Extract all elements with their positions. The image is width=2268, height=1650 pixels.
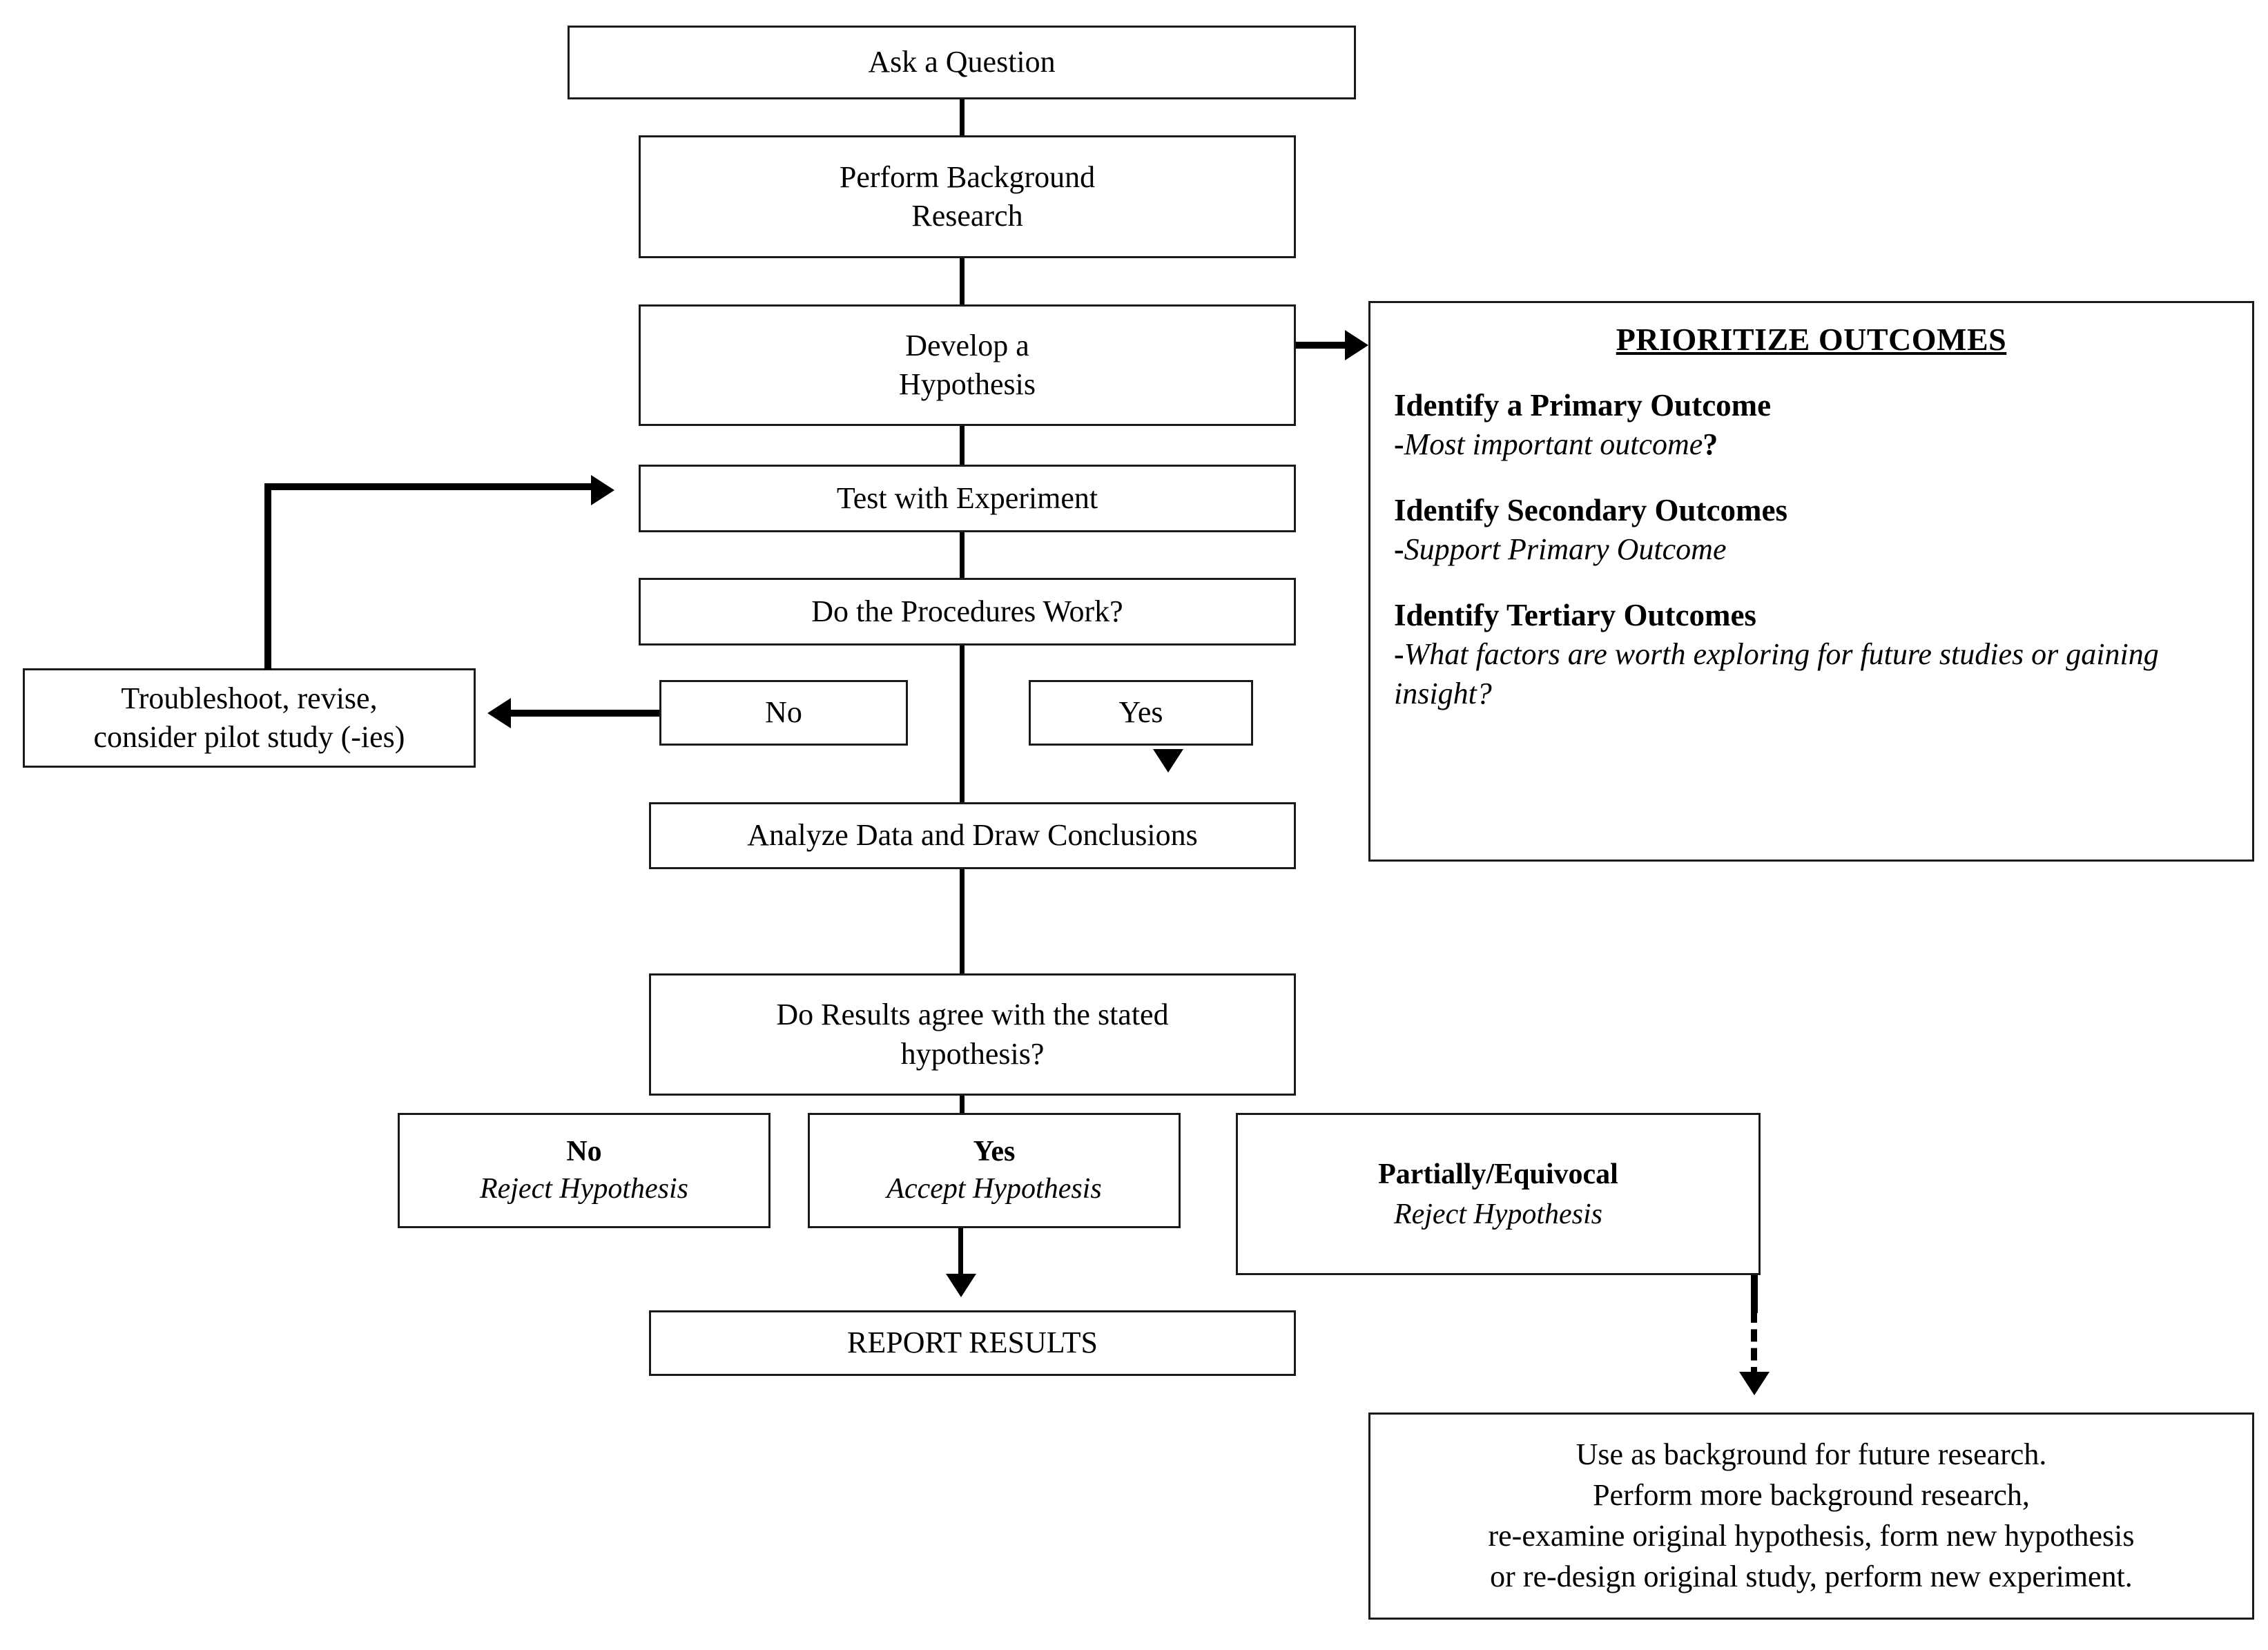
node-do-the-procedures-work[interactable]: Do the Procedures Work?: [639, 578, 1296, 646]
arrow-yes-to-report-head: [946, 1274, 976, 1297]
arrow-yes-to-analyze: [1153, 749, 1183, 773]
arrow-hypothesis-to-panel-head: [1345, 330, 1368, 360]
connector-partial-to-future-dashed: [1751, 1310, 1757, 1379]
node-outcome-yes[interactable]: Yes Accept Hypothesis: [808, 1113, 1181, 1228]
connector-hypothesis-to-test: [960, 426, 965, 465]
panel-tertiary-sub-text: What factors are worth exploring for fut…: [1394, 637, 2159, 711]
node-test-label: Test with Experiment: [836, 481, 1098, 515]
node-ask-a-question-label: Ask a Question: [868, 45, 1056, 79]
node-troubleshoot-line1: Troubleshoot, revise,: [121, 681, 378, 715]
panel-secondary-dash: -: [1394, 532, 1404, 566]
node-use-as-background-future-research[interactable]: Use as background for future research. P…: [1368, 1413, 2254, 1620]
node-outcome-yes-head: Yes: [973, 1135, 1016, 1167]
arrow-partial-to-future-head: [1739, 1372, 1770, 1395]
node-background-line1: Perform Background: [839, 159, 1096, 194]
node-outcome-partially-equivocal[interactable]: Partially/Equivocal Reject Hypothesis: [1236, 1113, 1761, 1275]
node-outcome-no-sub: Reject Hypothesis: [479, 1172, 689, 1205]
node-troubleshoot-revise[interactable]: Troubleshoot, revise, consider pilot stu…: [23, 668, 476, 768]
node-outcome-yes-sub: Accept Hypothesis: [886, 1172, 1102, 1205]
node-future-line1: Use as background for future research.: [1576, 1437, 2047, 1472]
connector-troubleshoot-loop-horizontal: [264, 483, 594, 490]
connector-test-to-procedures: [960, 532, 965, 579]
panel-primary-dash: -: [1394, 427, 1404, 461]
node-procedures-answer-yes[interactable]: Yes: [1029, 680, 1253, 746]
node-hypothesis-line1: Develop a: [905, 328, 1029, 362]
node-procedures-yes-label: Yes: [1118, 695, 1163, 730]
connector-ask-to-background: [960, 99, 965, 136]
node-develop-a-hypothesis[interactable]: Develop a Hypothesis: [639, 304, 1296, 426]
node-do-results-agree[interactable]: Do Results agree with the stated hypothe…: [649, 973, 1296, 1096]
panel-group-primary: Identify a Primary Outcome -Most importa…: [1394, 387, 2229, 464]
panel-primary-sub-text: Most important outcome: [1404, 427, 1703, 461]
panel-tertiary-head: Identify Tertiary Outcomes: [1394, 598, 1756, 633]
node-analyze-label: Analyze Data and Draw Conclusions: [747, 818, 1198, 853]
node-outcome-no-head: No: [566, 1135, 602, 1167]
node-troubleshoot-line2: consider pilot study (-ies): [93, 720, 405, 754]
node-future-line2: Perform more background research,: [1593, 1478, 2030, 1513]
panel-primary-sub-end: ?: [1703, 427, 1718, 461]
arrow-loop-to-test-head: [591, 475, 614, 505]
node-results-line1: Do Results agree with the stated: [776, 998, 1169, 1032]
connector-background-to-hypothesis: [960, 258, 965, 305]
connector-troubleshoot-loop-vertical: [264, 483, 271, 670]
connector-procedures-to-analyze: [960, 646, 965, 803]
node-outcome-no[interactable]: No Reject Hypothesis: [398, 1113, 770, 1228]
prioritize-outcomes-panel: PRIORITIZE OUTCOMES Identify a Primary O…: [1368, 301, 2254, 862]
node-report-results-label: REPORT RESULTS: [847, 1326, 1098, 1360]
panel-title: PRIORITIZE OUTCOMES: [1616, 322, 2007, 357]
connector-no-to-troubleshoot: [511, 710, 659, 717]
node-procedures-label: Do the Procedures Work?: [811, 594, 1123, 628]
node-procedures-answer-no[interactable]: No: [659, 680, 908, 746]
panel-tertiary-dash: -: [1394, 637, 1404, 672]
connector-analyze-to-results: [960, 869, 965, 974]
panel-secondary-sub: -Support Primary Outcome: [1394, 530, 2229, 569]
connector-hypothesis-to-panel: [1296, 342, 1348, 349]
node-background-line2: Research: [911, 199, 1023, 233]
panel-secondary-sub-text: Support Primary Outcome: [1404, 532, 1727, 566]
node-results-line2: hypothesis?: [900, 1036, 1045, 1071]
node-outcome-partial-head: Partially/Equivocal: [1378, 1158, 1618, 1190]
panel-primary-head: Identify a Primary Outcome: [1394, 388, 1772, 423]
node-test-with-experiment[interactable]: Test with Experiment: [639, 465, 1296, 532]
node-analyze-data[interactable]: Analyze Data and Draw Conclusions: [649, 802, 1296, 869]
node-future-line4: or re-design original study, perform new…: [1490, 1559, 2133, 1593]
node-ask-a-question[interactable]: Ask a Question: [568, 26, 1356, 99]
node-report-results[interactable]: REPORT RESULTS: [649, 1310, 1296, 1376]
connector-partial-to-future-solid: [1751, 1275, 1758, 1313]
node-perform-background-research[interactable]: Perform Background Research: [639, 135, 1296, 258]
panel-secondary-head: Identify Secondary Outcomes: [1394, 493, 1787, 528]
node-hypothesis-line2: Hypothesis: [899, 367, 1036, 401]
panel-group-secondary: Identify Secondary Outcomes -Support Pri…: [1394, 492, 2229, 569]
node-procedures-no-label: No: [765, 695, 802, 730]
node-outcome-partial-sub: Reject Hypothesis: [1393, 1198, 1603, 1230]
node-future-line3: re-examine original hypothesis, form new…: [1488, 1519, 2135, 1553]
connector-results-to-yes: [960, 1096, 965, 1114]
arrow-no-to-troubleshoot-head: [487, 698, 511, 728]
panel-tertiary-sub: -What factors are worth exploring for fu…: [1394, 634, 2229, 713]
connector-yes-to-report: [958, 1228, 963, 1277]
panel-group-tertiary: Identify Tertiary Outcomes -What factors…: [1394, 596, 2229, 713]
panel-primary-sub: -Most important outcome?: [1394, 425, 2229, 464]
